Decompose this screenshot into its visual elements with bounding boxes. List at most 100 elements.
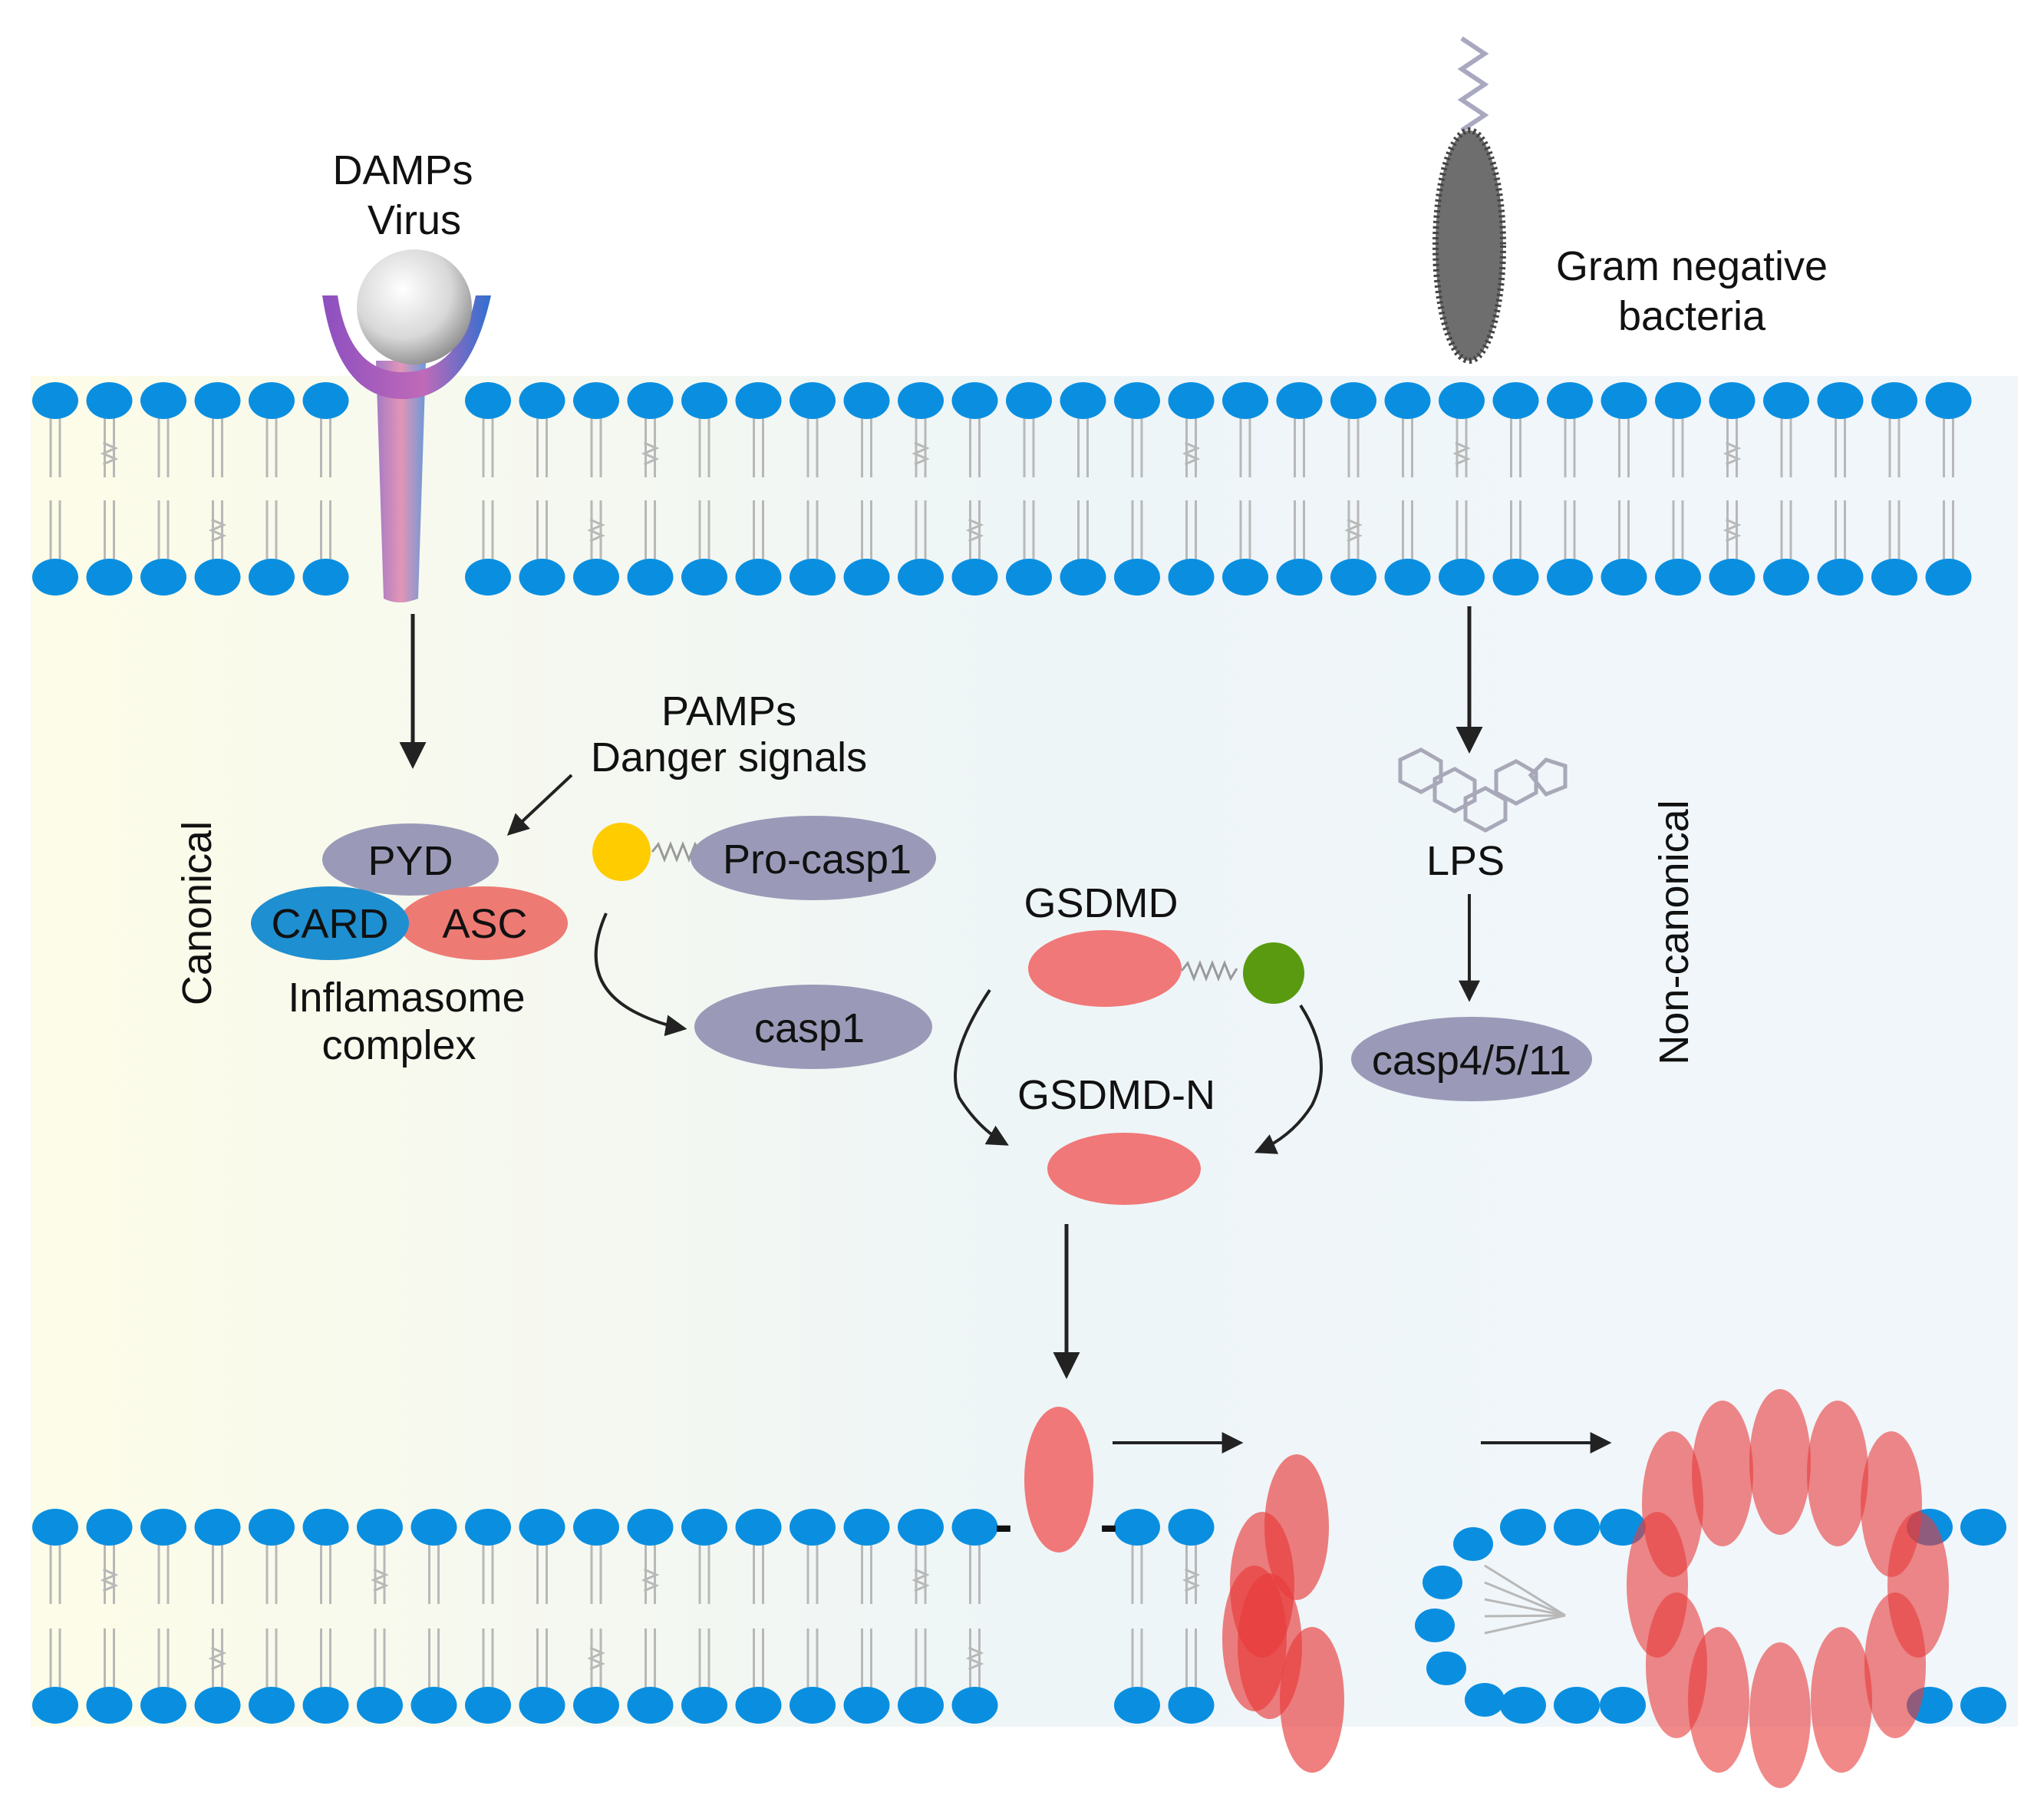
lipid-head [140,559,186,596]
lipid-head [735,1509,782,1546]
lipid [1655,382,1701,596]
lipid-head [140,382,186,419]
lipid [898,382,944,596]
lipid-head [1168,382,1215,419]
lipid-head [627,1509,674,1546]
lipid-head [681,1687,727,1724]
lipid-head [843,382,890,419]
danger-signals-label: Danger signals [591,734,867,780]
lipid [249,1509,295,1724]
lipid-head [627,1687,674,1724]
lipid-head [790,382,836,419]
lipid [1006,382,1052,596]
lipid-head [1709,382,1756,419]
lipid-head [302,1687,349,1724]
lipid-head [1709,559,1756,596]
casp4511-cleavage-arrow [1254,1004,1323,1154]
lipid-head [1547,559,1593,596]
lipid-head [627,559,674,596]
non-canonical-label: Non-canonical [1651,800,1697,1064]
gsdmd-n-subunit [1688,1627,1749,1773]
lipid-head [1554,1509,1600,1546]
lipid-head [573,559,619,596]
lipid-head [249,382,295,419]
lipid [1709,382,1756,596]
lipid-head [86,559,133,596]
lipid [627,1509,674,1724]
lipid [735,382,782,596]
lipid [573,382,619,596]
lipid [465,382,511,596]
lipid-head [898,559,944,596]
lipid [898,1509,944,1724]
lipid-head [86,382,133,419]
lipid [951,1509,998,1724]
lipid-head [1547,382,1593,419]
lipid [681,382,727,596]
lipid-head [1925,559,1972,596]
lipid-head [735,559,782,596]
lipid [32,382,78,596]
lipid-head [843,559,890,596]
lipid-head [194,382,241,419]
lipid [951,382,998,596]
lipid-head [1415,1609,1455,1642]
lipid-head [1871,382,1917,419]
lipid-head [573,1509,619,1546]
gsdmd-n-subunit [1749,1642,1811,1788]
lipid-head [573,382,619,419]
gsdmd-n-subunit [1627,1512,1688,1658]
lipid-head [1114,1687,1160,1724]
lipid-head [1500,1509,1546,1546]
lipid [302,1509,349,1724]
lipid [627,382,674,596]
receptor-icon [322,249,491,602]
lipid-head [681,559,727,596]
lipid-head [465,1687,511,1724]
gsdmd-n-subunit [1887,1512,1949,1658]
lipid-head [681,1509,727,1546]
gsdmd-n-subunit [1807,1401,1868,1546]
lipid-head [302,382,349,419]
lipid-head [790,1509,836,1546]
lipid-head [194,1509,241,1546]
top-membrane [32,382,1972,596]
lipid-head [194,1687,241,1724]
lipid-head [1655,559,1701,596]
lipid [194,382,241,596]
lipid-head [1817,382,1864,419]
lipid-head [735,1687,782,1724]
lipid-head [465,382,511,419]
lipid-head [410,1687,457,1724]
lipid-head [32,382,78,419]
lipid-head [1276,382,1323,419]
lipid-head [1114,559,1160,596]
lipid-head [1330,559,1376,596]
casp1-label: casp1 [754,1005,865,1051]
lipid-head [1554,1687,1600,1724]
pyd-domain [322,823,499,896]
lipid [1114,382,1160,596]
gsdmd-n-label: GSDMD-N [1017,1072,1215,1118]
lipid [86,1509,133,1724]
lipid [1330,382,1376,596]
casp4511-body [1351,1017,1592,1101]
gsdmd-n-subunit [1280,1627,1344,1773]
lipid [843,1509,890,1724]
pro-casp1-label: Pro-casp1 [723,837,912,883]
pamps-arrow [506,774,573,836]
casp4511-label: casp4/5/11 [1372,1038,1571,1084]
negative-charge-right: - [1099,1494,1117,1554]
lipid-head [898,1509,944,1546]
lipid-head [1601,382,1647,419]
lipid-head [32,559,78,596]
lipid-head [1330,382,1376,419]
gram-negative-label: Gram negative [1556,243,1828,289]
lipid [1060,382,1106,596]
pamps-label: PAMPs [661,688,796,734]
card-domain [251,886,409,960]
lipid-head [681,382,727,419]
complex-label: complex [321,1022,476,1068]
gsdmd-n-domain [1028,930,1182,1007]
